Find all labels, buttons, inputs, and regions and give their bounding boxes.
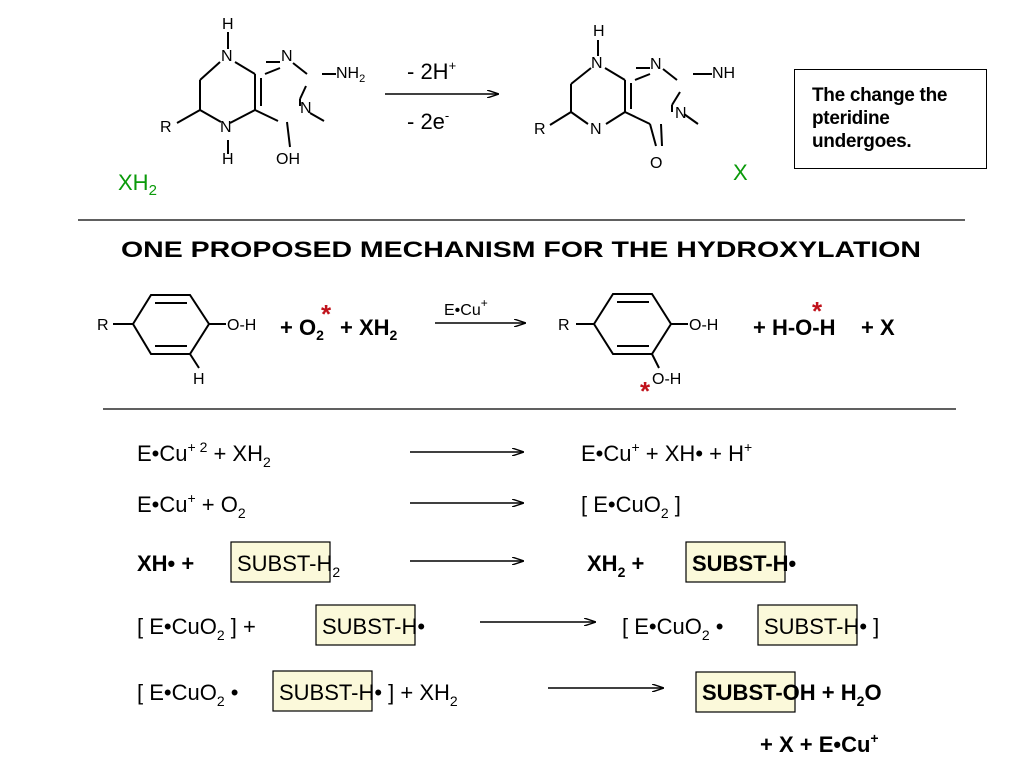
phenol-oh: O-H <box>227 317 256 334</box>
step-3-right: XH2 + SUBST-H• <box>587 551 796 580</box>
catechol-r: R <box>558 317 570 334</box>
step-4: [ E•CuO2 ] + SUBST-H• [ E•CuO2 • SUBST-H… <box>137 604 879 646</box>
catechol-product-structure: R O-H O-H <box>558 293 718 388</box>
product-x-structure: H N N NH N N O R <box>534 23 735 172</box>
product-r: R <box>534 121 546 138</box>
step-5-right-line2: + X + E•Cu+ <box>760 730 879 757</box>
step-5: [ E•CuO2 • SUBST-H• ] + XH2 SUBST-OH + H… <box>137 670 882 757</box>
step-4-left: [ E•CuO2 ] + SUBST-H• <box>137 614 425 643</box>
product-n1: N <box>591 55 603 72</box>
product-nh: NH <box>712 65 735 82</box>
step-5-right: SUBST-OH + H2O <box>702 680 882 709</box>
step-3-left-xh: XH• + <box>137 551 194 576</box>
reactant-n4: N <box>220 119 232 136</box>
note-box: The change the pteridine undergoes. <box>794 69 987 169</box>
step-4-right: [ E•CuO2 • SUBST-H• ] <box>622 614 879 643</box>
product-n2: N <box>650 56 662 73</box>
isotope-star-catechol: * <box>640 376 651 406</box>
arrow-label-protons: - 2H+ <box>407 58 456 84</box>
catechol-oh-top: O-H <box>689 317 718 334</box>
reactant-n3: N <box>300 100 312 117</box>
step-5-left: [ E•CuO2 • SUBST-H• ] + XH2 <box>137 680 458 709</box>
reactant-h-bottom: H <box>222 151 234 168</box>
reactant-nh2: NH2 <box>336 65 365 85</box>
reactant-xh2-structure: H N N NH2 N N H OH R <box>160 16 365 168</box>
reactant-n1: N <box>221 48 233 65</box>
isotope-star-water: * <box>812 296 823 326</box>
step-1-right: E•Cu+ + XH• + H+ <box>581 439 752 466</box>
reactant-label: XH2 <box>118 170 157 199</box>
reactant-r: R <box>160 119 172 136</box>
reactant-h-top: H <box>222 16 234 33</box>
product-n3: N <box>675 105 687 122</box>
arrow-label-electrons: - 2e- <box>407 108 449 134</box>
plus-water: + H-O-H <box>753 315 836 340</box>
step-3-left-subst: SUBST-H2 <box>237 551 340 580</box>
phenol-h: H <box>193 371 205 388</box>
catalyst-label: E•Cu+ <box>444 296 488 319</box>
isotope-star-o2: * <box>321 299 332 329</box>
step-2-left: E•Cu+ + O2 <box>137 490 246 521</box>
top-reaction-arrow: - 2H+ - 2e- <box>385 58 498 134</box>
step-3: XH• + SUBST-H2 XH2 + SUBST-H• <box>137 541 796 583</box>
phenol-r: R <box>97 317 109 334</box>
product-label: X <box>733 160 748 185</box>
plus-x: + X <box>861 315 895 340</box>
reactant-oh: OH <box>276 151 300 168</box>
product-h-top: H <box>593 23 605 40</box>
mechanism-heading: ONE PROPOSED MECHANISM FOR THE HYDROXYLA… <box>121 237 921 262</box>
plus-o2: + O2 <box>280 315 324 343</box>
phenol-reactant-structure: R O-H H <box>97 294 256 388</box>
step-1-left: E•Cu+ 2 + XH2 <box>137 439 271 470</box>
catechol-oh-bottom: O-H <box>652 371 681 388</box>
plus-xh2: + XH2 <box>340 315 398 343</box>
reactant-n2: N <box>281 48 293 65</box>
product-o: O <box>650 155 662 172</box>
product-n4: N <box>590 121 602 138</box>
overall-arrow: E•Cu+ <box>435 296 525 323</box>
step-2-right: [ E•CuO2 ] <box>581 492 681 521</box>
step-2: E•Cu+ + O2 [ E•CuO2 ] <box>137 490 681 521</box>
step-1: E•Cu+ 2 + XH2 E•Cu+ + XH• + H+ <box>137 439 752 470</box>
